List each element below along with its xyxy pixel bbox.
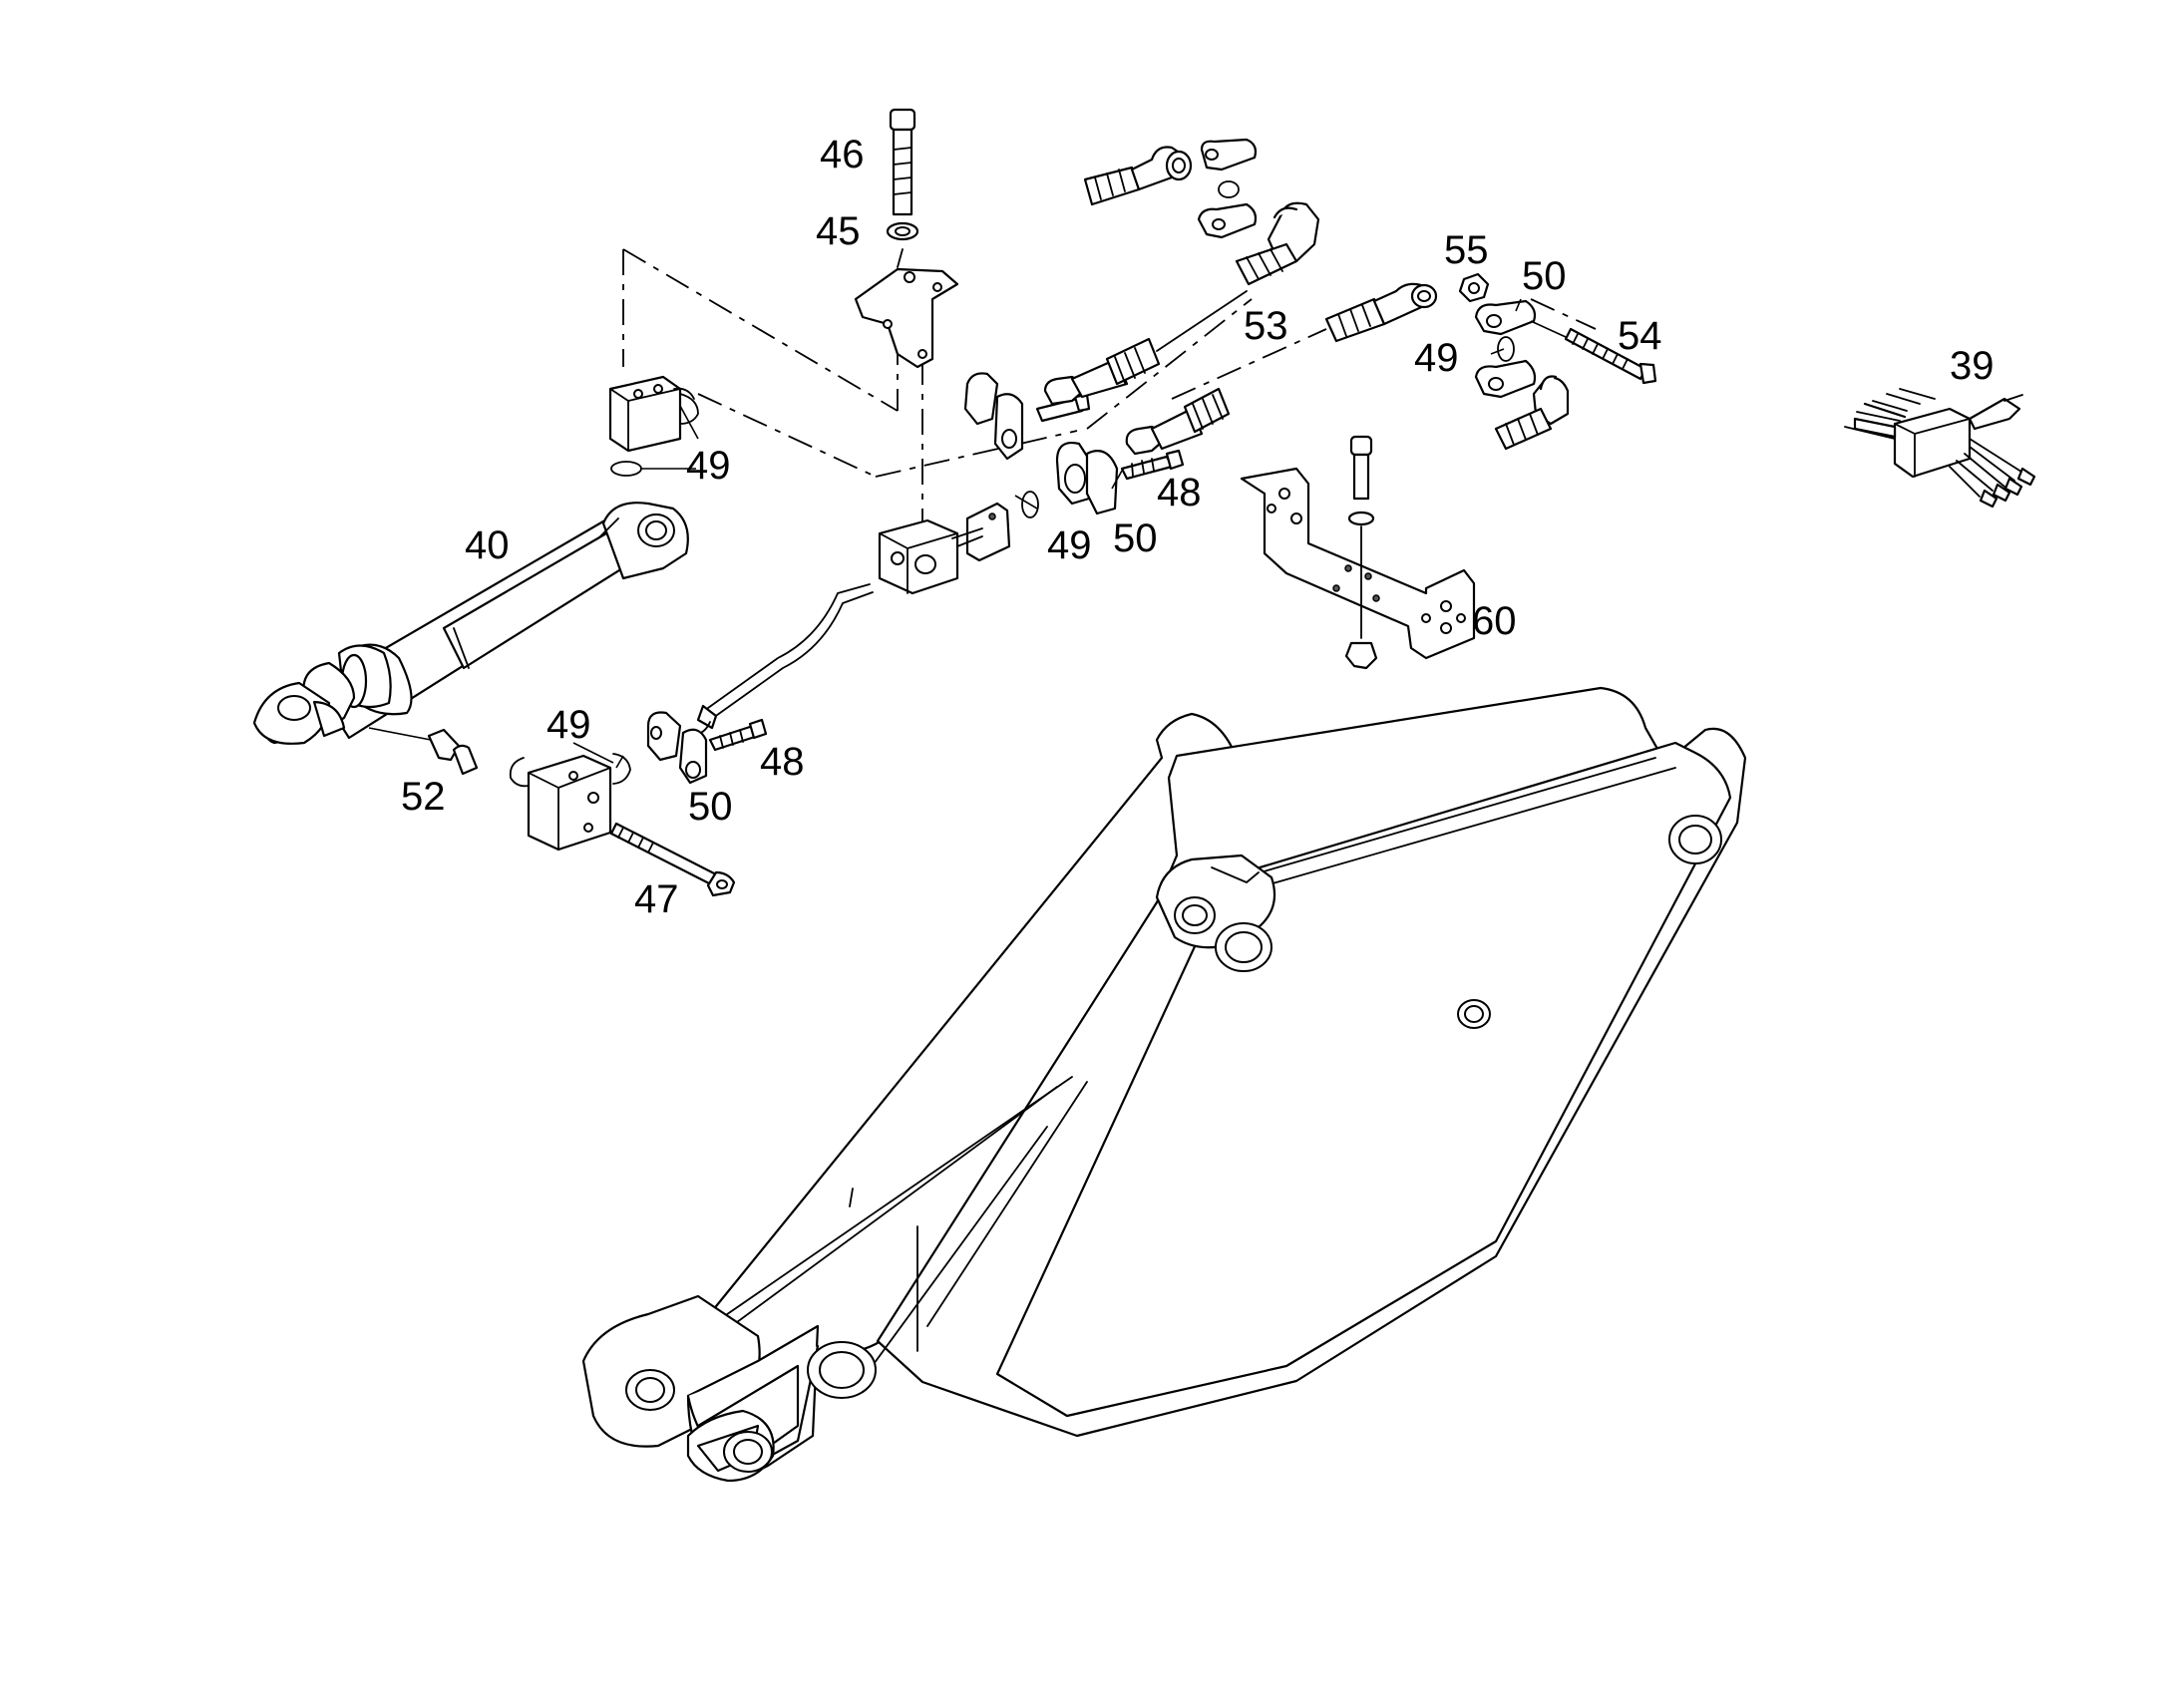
- callout-53: 53: [1244, 304, 1288, 348]
- callout-45: 45: [816, 209, 861, 253]
- callout-49-lower: 49: [546, 703, 591, 747]
- upper-valve-block: [608, 375, 699, 477]
- callout-39: 39: [1950, 344, 1995, 388]
- distributor-39: [1844, 388, 2036, 509]
- callout-50-mid: 50: [1113, 516, 1158, 560]
- callout-49-right: 49: [1414, 336, 1459, 380]
- callout-50-lower: 50: [688, 785, 733, 829]
- callout-40: 40: [465, 523, 510, 567]
- top-hose-pair: [1083, 138, 1320, 286]
- leader-lines: [615, 298, 1567, 769]
- upper-bracket: [854, 108, 959, 369]
- mounting-bracket-60: [1240, 435, 1476, 670]
- callout-46: 46: [820, 133, 865, 176]
- callout-60: 60: [1472, 599, 1517, 643]
- callout-labels: 39 40 45 46 47 48 48 49 49 49 49 50 50 5…: [401, 133, 1995, 921]
- upper-clamp-set: [963, 290, 1248, 461]
- callout-52: 52: [401, 775, 446, 819]
- mid-flange-fitting: [951, 442, 1185, 562]
- hydraulic-cylinder: [252, 502, 689, 776]
- boom-arm: [581, 686, 1747, 1483]
- callout-54: 54: [1618, 314, 1662, 358]
- right-hose-set: [1324, 272, 1657, 451]
- center-clamp-block: [687, 518, 959, 736]
- callout-48-mid: 48: [1157, 471, 1202, 514]
- callout-49-mid: 49: [1047, 523, 1092, 567]
- callout-48-lower: 48: [760, 740, 805, 784]
- callout-50-right: 50: [1522, 254, 1567, 298]
- callout-49-upper: 49: [686, 444, 731, 488]
- lower-valve-block: [509, 711, 768, 897]
- callout-47: 47: [634, 877, 679, 921]
- callout-55: 55: [1444, 228, 1489, 272]
